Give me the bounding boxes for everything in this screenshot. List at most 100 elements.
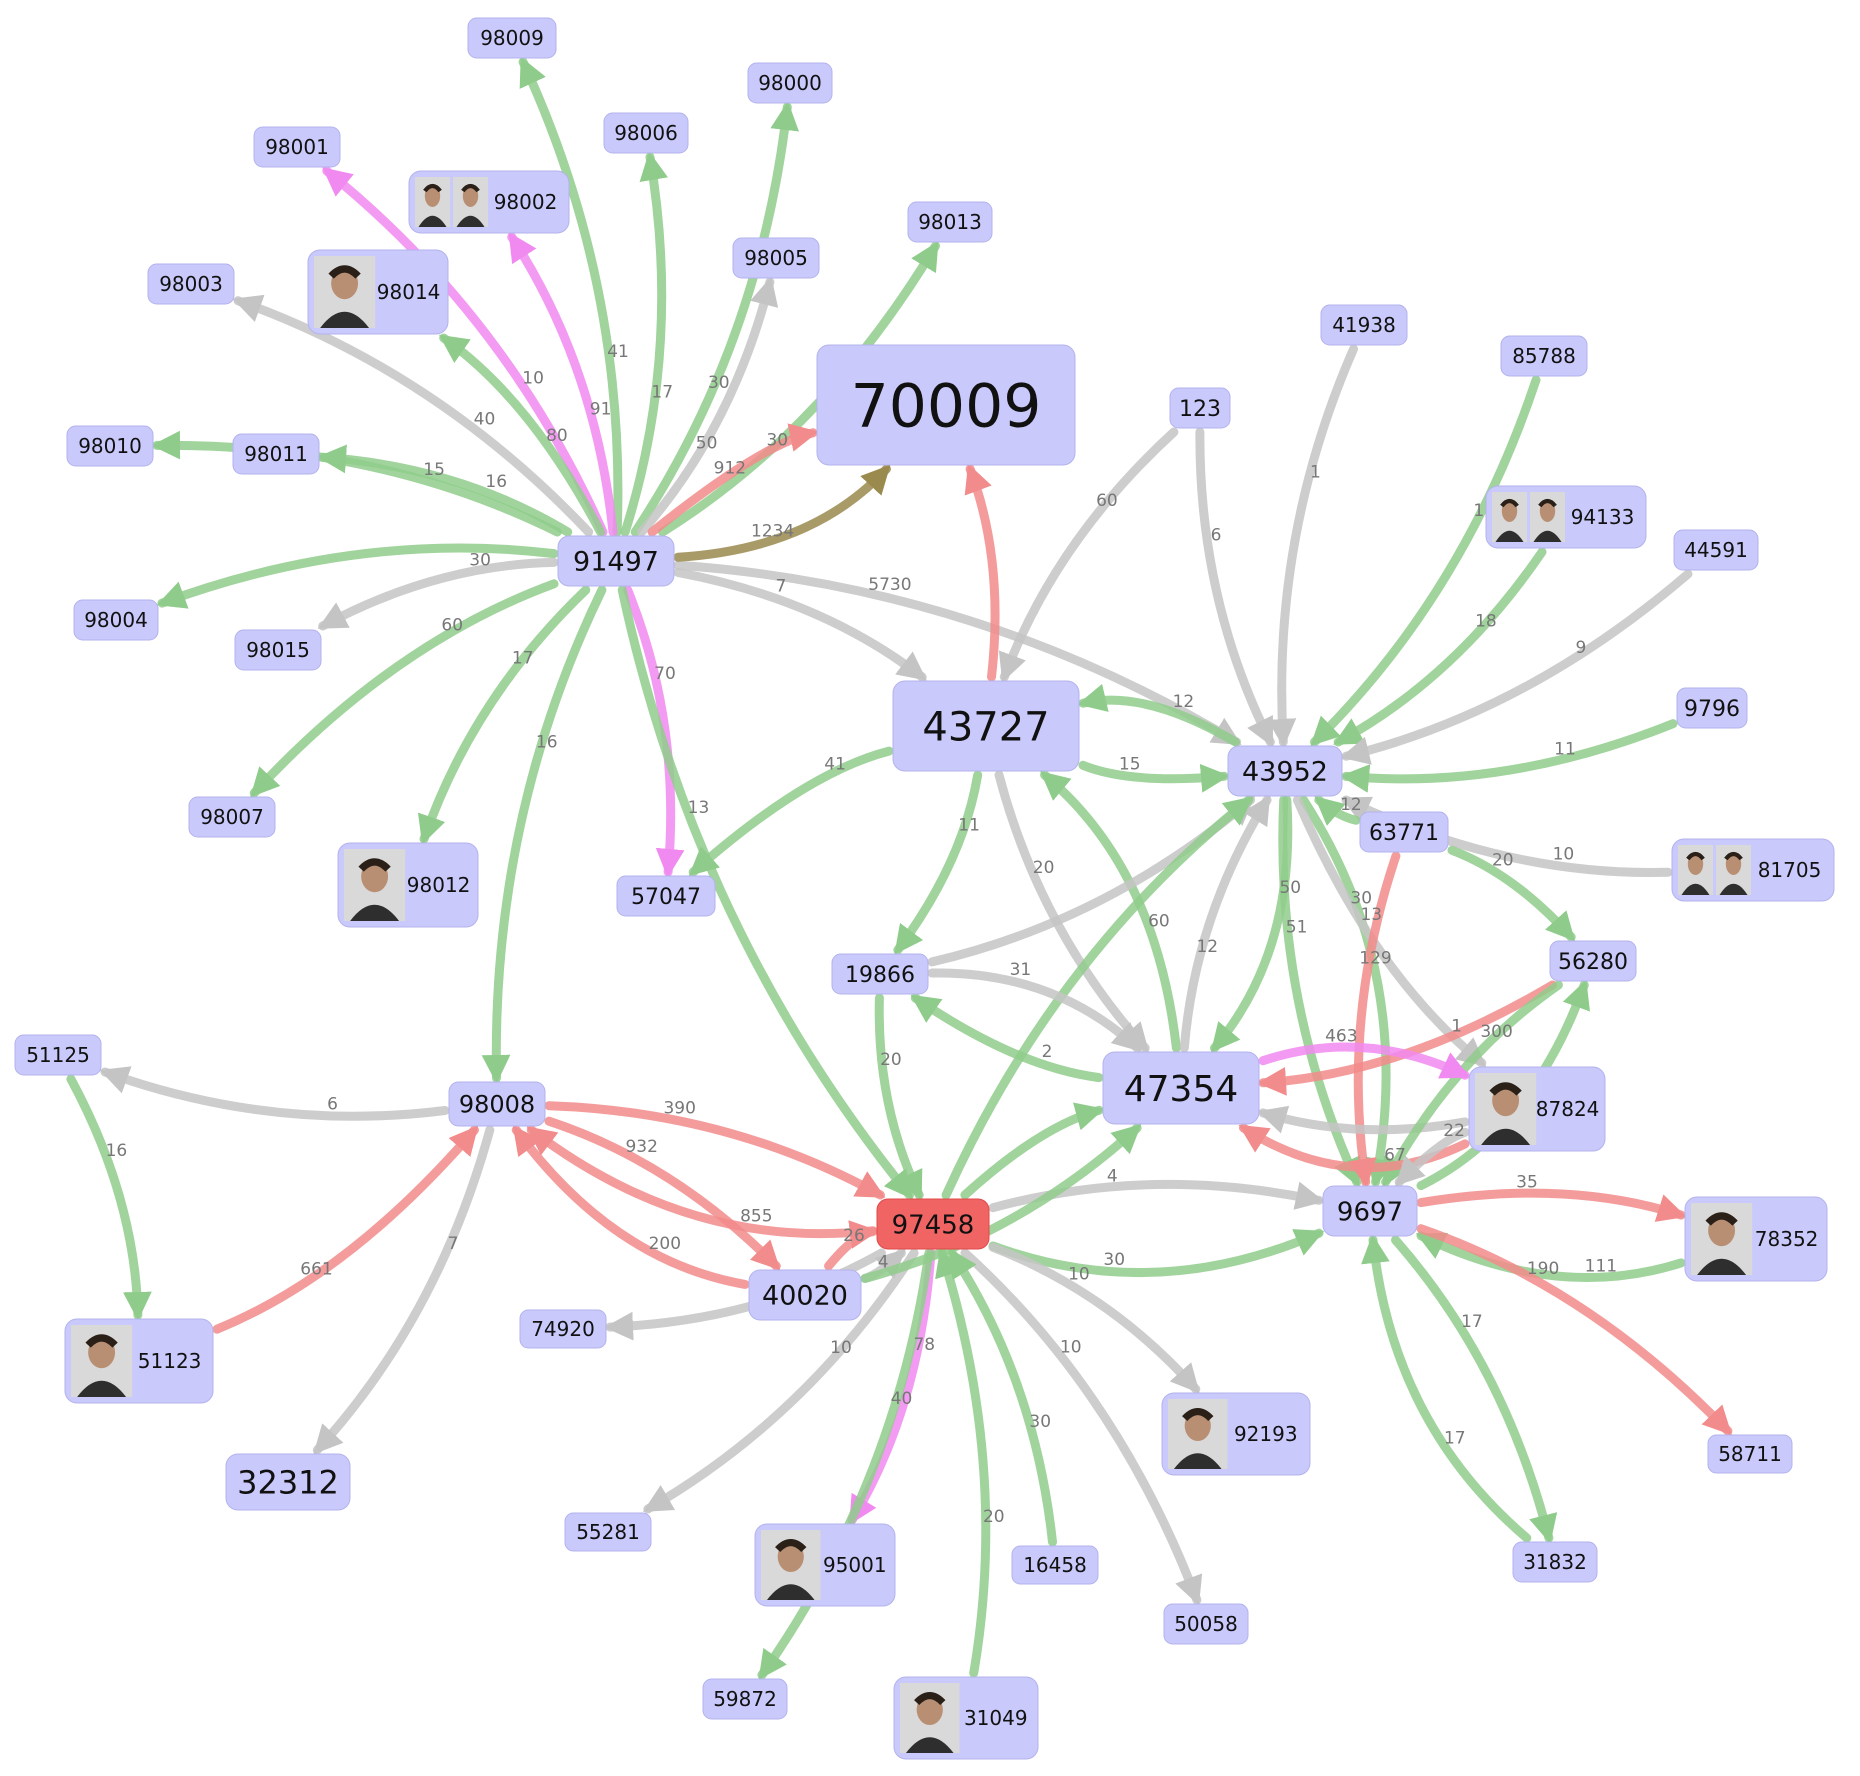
node-87824[interactable]: 87824 <box>1468 1066 1606 1152</box>
node-label-41938: 41938 <box>1332 313 1396 337</box>
person-photo-icon <box>1168 1399 1228 1469</box>
edge-16458-97458 <box>947 1248 1057 1547</box>
edge-label-91497-98002: 91 <box>590 400 612 420</box>
node-98000[interactable]: 98000 <box>747 62 833 104</box>
node-label-98014: 98014 <box>377 280 441 304</box>
edge-91497-43727 <box>673 568 927 682</box>
edge-87824-47354 <box>1238 1123 1470 1173</box>
node-98002[interactable]: 98002 <box>408 170 570 234</box>
node-label-98011: 98011 <box>244 442 308 466</box>
node-label-97458: 97458 <box>892 1210 975 1240</box>
node-63771[interactable]: 63771 <box>1359 811 1449 853</box>
node-box-57047 <box>616 875 716 917</box>
node-label-51125: 51125 <box>26 1043 90 1067</box>
node-98011[interactable]: 98011 <box>232 433 320 475</box>
node-74920[interactable]: 74920 <box>519 1309 607 1349</box>
node-label-123: 123 <box>1179 397 1221 422</box>
nodes-layer: 98009 98000 98001 98006 98002 98013 98014 98005… <box>14 17 1835 1760</box>
node-59872[interactable]: 59872 <box>702 1678 788 1720</box>
edge-label-9796-43952: 11 <box>1554 740 1576 760</box>
edge-9697-31832 <box>1391 1235 1558 1544</box>
node-label-43727: 43727 <box>922 704 1049 750</box>
edge-63771-43952 <box>1314 795 1361 826</box>
node-label-55281: 55281 <box>576 1520 640 1544</box>
node-92193[interactable]: 92193 <box>1161 1392 1311 1476</box>
node-box-70009 <box>816 344 1076 466</box>
node-91497[interactable]: 91497 <box>557 535 675 587</box>
node-98010[interactable]: 98010 <box>66 425 154 467</box>
node-box-123 <box>1169 387 1231 429</box>
node-41938[interactable]: 41938 <box>1320 304 1408 346</box>
node-50058[interactable]: 50058 <box>1163 1603 1249 1645</box>
edge-91497-57047 <box>623 585 685 878</box>
node-box-98007 <box>188 796 276 838</box>
edges-layer <box>66 56 1733 1680</box>
edge-51125-51123 <box>66 1074 152 1321</box>
node-95001[interactable]: 95001 <box>754 1523 896 1607</box>
node-label-98001: 98001 <box>265 135 329 159</box>
edge-label-91497-98011: 16 <box>485 472 507 492</box>
node-98008[interactable]: 98008 <box>448 1081 546 1127</box>
node-label-63771: 63771 <box>1369 821 1439 846</box>
node-31049[interactable]: 31049 <box>893 1676 1039 1760</box>
node-98012[interactable]: 98012 <box>337 842 479 928</box>
edge-label-97458-55281: 10 <box>830 1338 852 1358</box>
edge-47354-19866 <box>910 993 1104 1083</box>
node-78352[interactable]: 78352 <box>1684 1196 1828 1282</box>
node-94133[interactable]: 94133 <box>1485 485 1647 549</box>
edge-label-9697-78352: 35 <box>1516 1172 1538 1192</box>
node-47354[interactable]: 47354 <box>1102 1051 1260 1125</box>
node-44591[interactable]: 44591 <box>1673 529 1759 571</box>
edge-91497-98004 <box>156 543 559 609</box>
node-70009[interactable]: 70009 <box>816 344 1076 466</box>
node-box-98008 <box>448 1081 546 1127</box>
person-photo-icon <box>314 256 376 328</box>
node-16458[interactable]: 16458 <box>1011 1545 1099 1585</box>
node-98014[interactable]: 98014 <box>307 249 449 335</box>
edge-85788-43952 <box>1310 375 1541 747</box>
node-label-98015: 98015 <box>246 638 310 662</box>
node-31832[interactable]: 31832 <box>1512 1541 1598 1583</box>
node-51125[interactable]: 51125 <box>14 1034 102 1076</box>
node-98005[interactable]: 98005 <box>732 237 820 279</box>
node-51123[interactable]: 51123 <box>64 1318 214 1404</box>
node-9697[interactable]: 9697 <box>1322 1185 1418 1237</box>
node-98007[interactable]: 98007 <box>188 796 276 838</box>
node-box-9796 <box>1676 687 1748 729</box>
node-98009[interactable]: 98009 <box>467 17 557 59</box>
node-label-50058: 50058 <box>1174 1612 1238 1636</box>
node-label-81705: 81705 <box>1758 858 1822 882</box>
edge-label-43952-47354: 50 <box>1279 878 1301 898</box>
node-97458[interactable]: 97458 <box>876 1198 990 1250</box>
node-9796[interactable]: 9796 <box>1676 687 1748 729</box>
node-43952[interactable]: 43952 <box>1227 745 1343 797</box>
node-98001[interactable]: 98001 <box>253 126 341 168</box>
node-label-98004: 98004 <box>84 608 148 632</box>
edge-label-63771-43952: 12 <box>1340 795 1362 815</box>
node-label-85788: 85788 <box>1512 344 1576 368</box>
node-box-98011 <box>232 433 320 475</box>
edge-43952-47354 <box>1210 795 1293 1053</box>
node-43727[interactable]: 43727 <box>892 680 1080 772</box>
edge-91497-98008 <box>481 585 607 1084</box>
node-98013[interactable]: 98013 <box>907 201 993 243</box>
node-98004[interactable]: 98004 <box>73 599 159 641</box>
node-57047[interactable]: 57047 <box>616 875 716 917</box>
edge-91497-98005 <box>637 276 779 537</box>
edge-94133-43952 <box>1333 547 1547 747</box>
node-box-43727 <box>892 680 1080 772</box>
node-55281[interactable]: 55281 <box>564 1512 652 1552</box>
node-40020[interactable]: 40020 <box>748 1269 862 1321</box>
two-people-photo-icon <box>1530 492 1565 542</box>
node-123[interactable]: 123 <box>1169 387 1231 429</box>
node-98003[interactable]: 98003 <box>147 263 235 305</box>
node-81705[interactable]: 81705 <box>1671 838 1835 902</box>
node-98006[interactable]: 98006 <box>603 112 689 154</box>
node-58711[interactable]: 58711 <box>1707 1434 1793 1474</box>
node-98015[interactable]: 98015 <box>234 629 322 671</box>
node-85788[interactable]: 85788 <box>1500 335 1588 377</box>
node-32312[interactable]: 32312 <box>225 1453 351 1511</box>
node-56280[interactable]: 56280 <box>1549 940 1637 982</box>
node-19866[interactable]: 19866 <box>831 953 929 995</box>
